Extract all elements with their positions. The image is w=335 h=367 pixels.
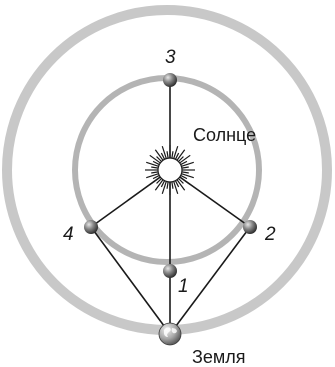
sun-ray <box>181 173 194 179</box>
sun-ray <box>149 176 161 186</box>
label-position-2: 2 <box>264 224 276 245</box>
sun-icon <box>145 145 195 195</box>
sun-ray <box>181 171 189 174</box>
sun-ray <box>181 161 194 167</box>
label-position-4: 4 <box>63 224 74 245</box>
sun-ray <box>173 146 179 159</box>
sun-ray <box>178 156 184 162</box>
sun-ray <box>174 180 180 188</box>
sun-ray <box>154 179 164 191</box>
sun-ray <box>152 160 160 166</box>
planet-position-2 <box>243 220 257 234</box>
sun-ray <box>154 149 164 161</box>
sun-ray <box>171 181 174 189</box>
sun-ray <box>181 166 189 169</box>
planet-position-3 <box>163 73 177 87</box>
sun-ray <box>156 156 162 162</box>
sun-ray <box>149 154 161 164</box>
sun-ray <box>179 154 191 164</box>
sun-ray <box>160 152 166 160</box>
sun-ray <box>180 160 188 166</box>
sun-ray <box>174 152 180 160</box>
sun-ray <box>160 180 166 188</box>
sun-ray <box>166 151 169 159</box>
sun-ray <box>146 173 159 179</box>
line-earth-to-pos4 <box>90 226 171 335</box>
sun-ray <box>156 178 162 184</box>
connection-lines <box>90 80 251 335</box>
sun-ray <box>179 176 191 186</box>
earth-icon <box>158 322 182 346</box>
label-position-1: 1 <box>178 276 189 297</box>
sun-ray <box>152 174 160 180</box>
planet-position-1 <box>163 264 177 278</box>
sun-ray <box>151 166 159 169</box>
label-sun: Солнце <box>193 125 256 145</box>
sun-ray <box>151 171 159 174</box>
sun-ray <box>171 151 174 159</box>
sun-ray <box>178 178 184 184</box>
label-earth: Земля <box>192 347 246 367</box>
sun-ray <box>166 181 169 189</box>
label-position-3: 3 <box>165 47 176 68</box>
sun-ray <box>173 181 179 194</box>
sun-ray <box>161 146 167 159</box>
sun-ray <box>176 179 186 191</box>
sun-ray <box>180 174 188 180</box>
sun-ray <box>161 181 167 194</box>
sun-ray <box>146 161 159 167</box>
planet-position-4 <box>84 220 98 234</box>
line-earth-to-pos2 <box>169 226 251 335</box>
sun-ray <box>176 149 186 161</box>
